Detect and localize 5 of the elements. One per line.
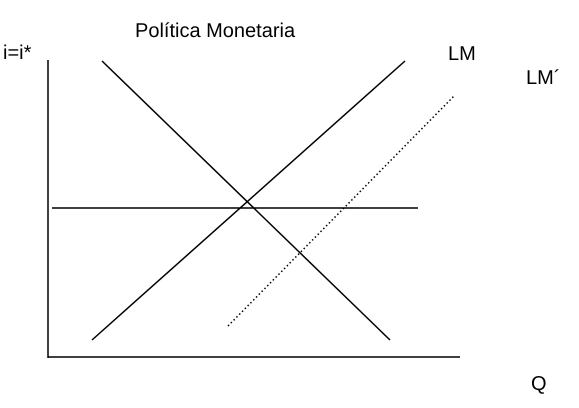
curve-label: LM´: [526, 68, 560, 88]
chart-title: Política Monetaria: [135, 21, 296, 41]
axis-label: i=i*: [3, 43, 32, 63]
axis-label: Q: [531, 374, 547, 394]
curve-label: LM: [448, 44, 476, 64]
